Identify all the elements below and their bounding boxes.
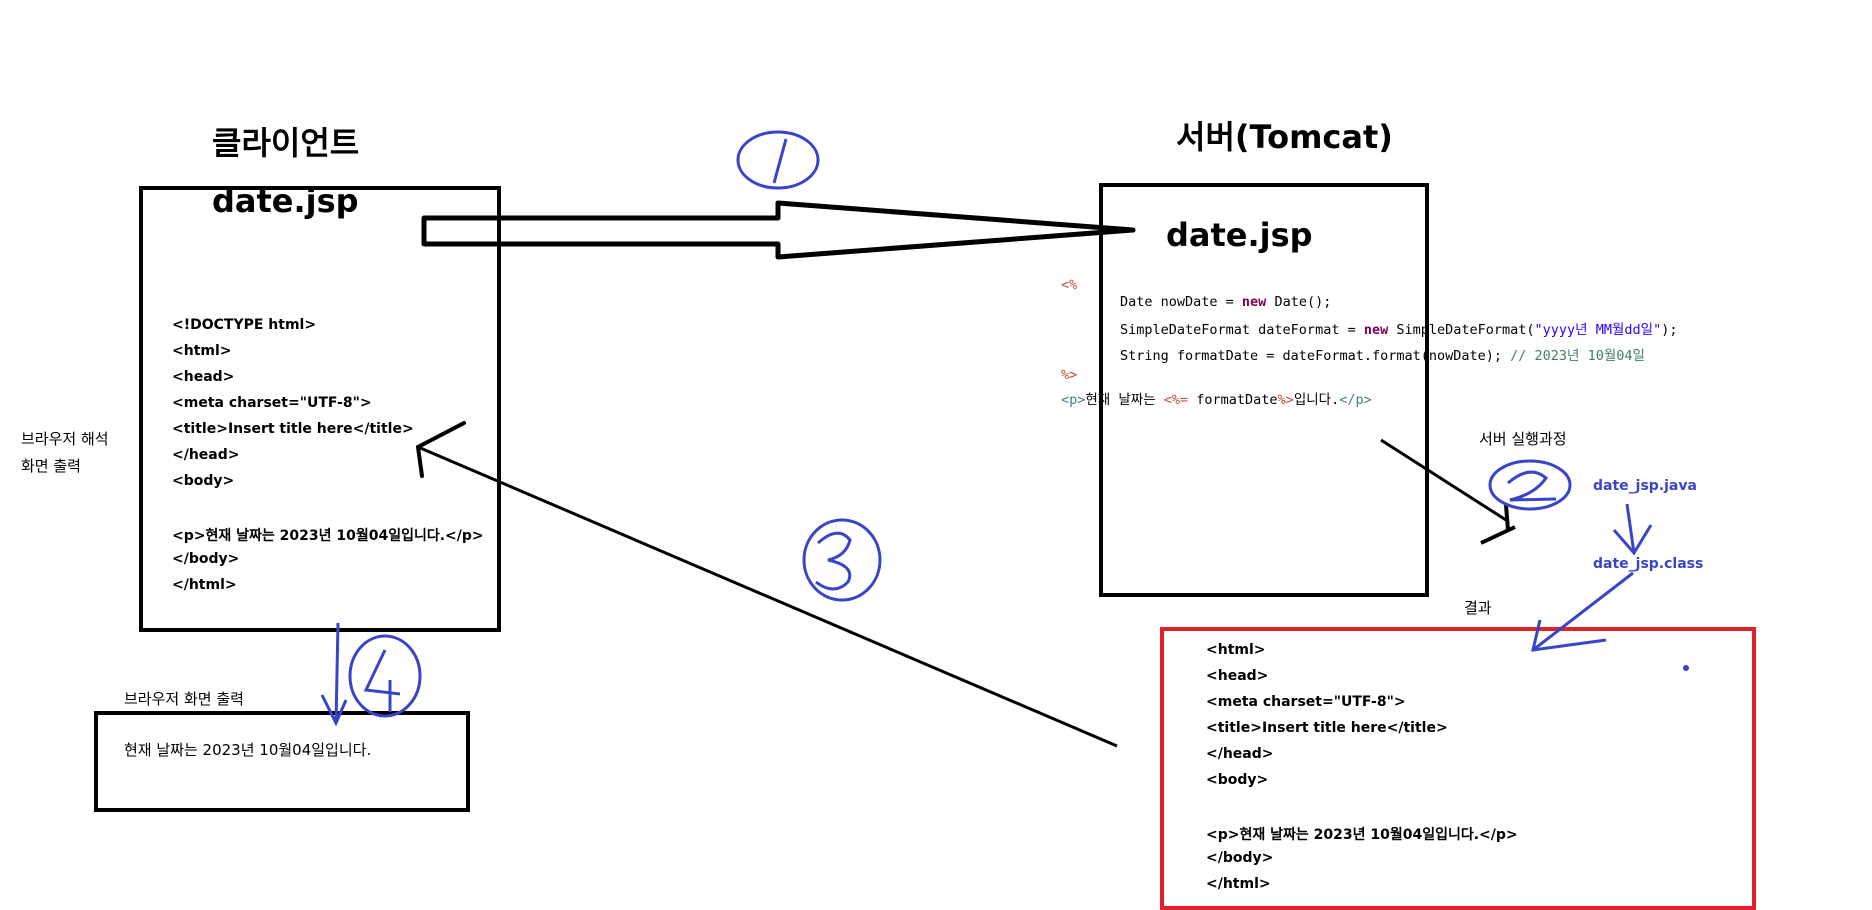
browser-output-text: 현재 날짜는 2023년 10월04일입니다. [124,741,372,759]
compile-arrow-line [1625,503,1636,554]
p-open-tag: <p> [1061,392,1086,408]
code-text: formatDate [1188,392,1278,408]
server-code-line-2: SimpleDateFormat dateFormat = new Simple… [1120,318,1677,338]
result-code-line: <p>현재 날짜는 2023년 10월04일입니다.</p> [1206,827,1518,843]
server-code-line-1: Date nowDate = new Date(); [1120,294,1331,310]
browser-interpret-label: 브라우저 해석 [21,430,109,448]
result-label: 결과 [1464,599,1492,617]
response-arrow-head [415,421,466,478]
response-arrow-line [417,445,1118,748]
code-text: SimpleDateFormat( [1388,322,1535,338]
step-2-marker [1488,459,1572,511]
jsp-open-tag: <% [1061,277,1078,293]
execute-arrow-head [1531,619,1607,652]
client-code-line: </html> [172,577,237,593]
client-box [139,186,501,632]
compile-arrow-head [1612,524,1653,556]
keyword: new [1363,322,1389,338]
execute-arrow-line [1532,571,1634,652]
code-text: String formatDate = dateFormat.format(no… [1120,348,1511,364]
keyword: new [1241,294,1267,310]
client-code-line: </head> [172,447,240,463]
render-arrow-head [320,694,348,727]
server-code-line-p: <p>현재 날짜는 <%= formatDate%>입니다.</p> [1061,388,1372,408]
result-code-line: <head> [1206,668,1269,684]
class-file-label: date_jsp.class [1593,556,1704,572]
step-3-marker [802,518,882,602]
browser-output-label: 브라우저 화면 출력 [124,690,244,708]
code-text: Date(); [1266,294,1332,310]
server-code-line-3: String formatDate = dateFormat.format(no… [1120,344,1645,364]
client-code-line: <body> [172,473,235,489]
result-code-line: </head> [1206,746,1274,762]
client-file-title: date.jsp [212,182,359,220]
result-code-line: <body> [1206,772,1269,788]
code-text: Date nowDate = [1120,294,1242,310]
code-comment: // 2023년 10월04일 [1510,348,1645,364]
result-code-line: </body> [1206,850,1274,866]
client-code-line: <html> [172,343,232,359]
result-code-line: <meta charset="UTF-8"> [1206,694,1406,710]
code-text: 현재 날짜는 [1085,392,1164,408]
result-code-line: </html> [1206,876,1271,892]
result-code-line: <html> [1206,642,1266,658]
expression-close: %> [1277,392,1294,408]
expression-open: <%= [1163,392,1189,408]
client-code-line: <!DOCTYPE html> [172,317,317,333]
process-arrow-line [1380,438,1507,522]
code-text: ); [1661,322,1678,338]
process-arrow-tick [1504,504,1510,531]
client-code-line: <meta charset="UTF-8"> [172,395,372,411]
stray-dot [1683,665,1689,671]
client-code-line: </body> [172,551,240,567]
result-code-line: <title>Insert title here</title> [1206,720,1448,736]
client-code-line: <p>현재 날짜는 2023년 10월04일입니다.</p> [172,528,484,544]
browser-output-box [94,711,470,812]
request-arrow [421,200,1136,260]
step-4-marker [348,634,422,718]
code-text: 입니다. [1293,392,1340,408]
client-code-line: <title>Insert title here</title> [172,421,414,437]
client-code-line: <head> [172,369,235,385]
server-process-label: 서버 실행과정 [1479,430,1567,448]
render-arrow-line [334,622,340,724]
code-text: SimpleDateFormat dateFormat = [1120,322,1364,338]
server-box [1099,183,1429,597]
jsp-close-tag: %> [1061,367,1078,383]
p-close-tag: </p> [1339,392,1372,408]
java-file-label: date_jsp.java [1593,478,1697,494]
server-file-title: date.jsp [1166,216,1313,254]
step-1-marker [736,130,820,190]
string-literal: "yyyy년 MM월dd일" [1534,322,1662,338]
server-title: 서버(Tomcat) [1176,118,1393,156]
client-title: 클라이언트 [212,124,360,162]
screen-output-label: 화면 출력 [21,457,81,475]
